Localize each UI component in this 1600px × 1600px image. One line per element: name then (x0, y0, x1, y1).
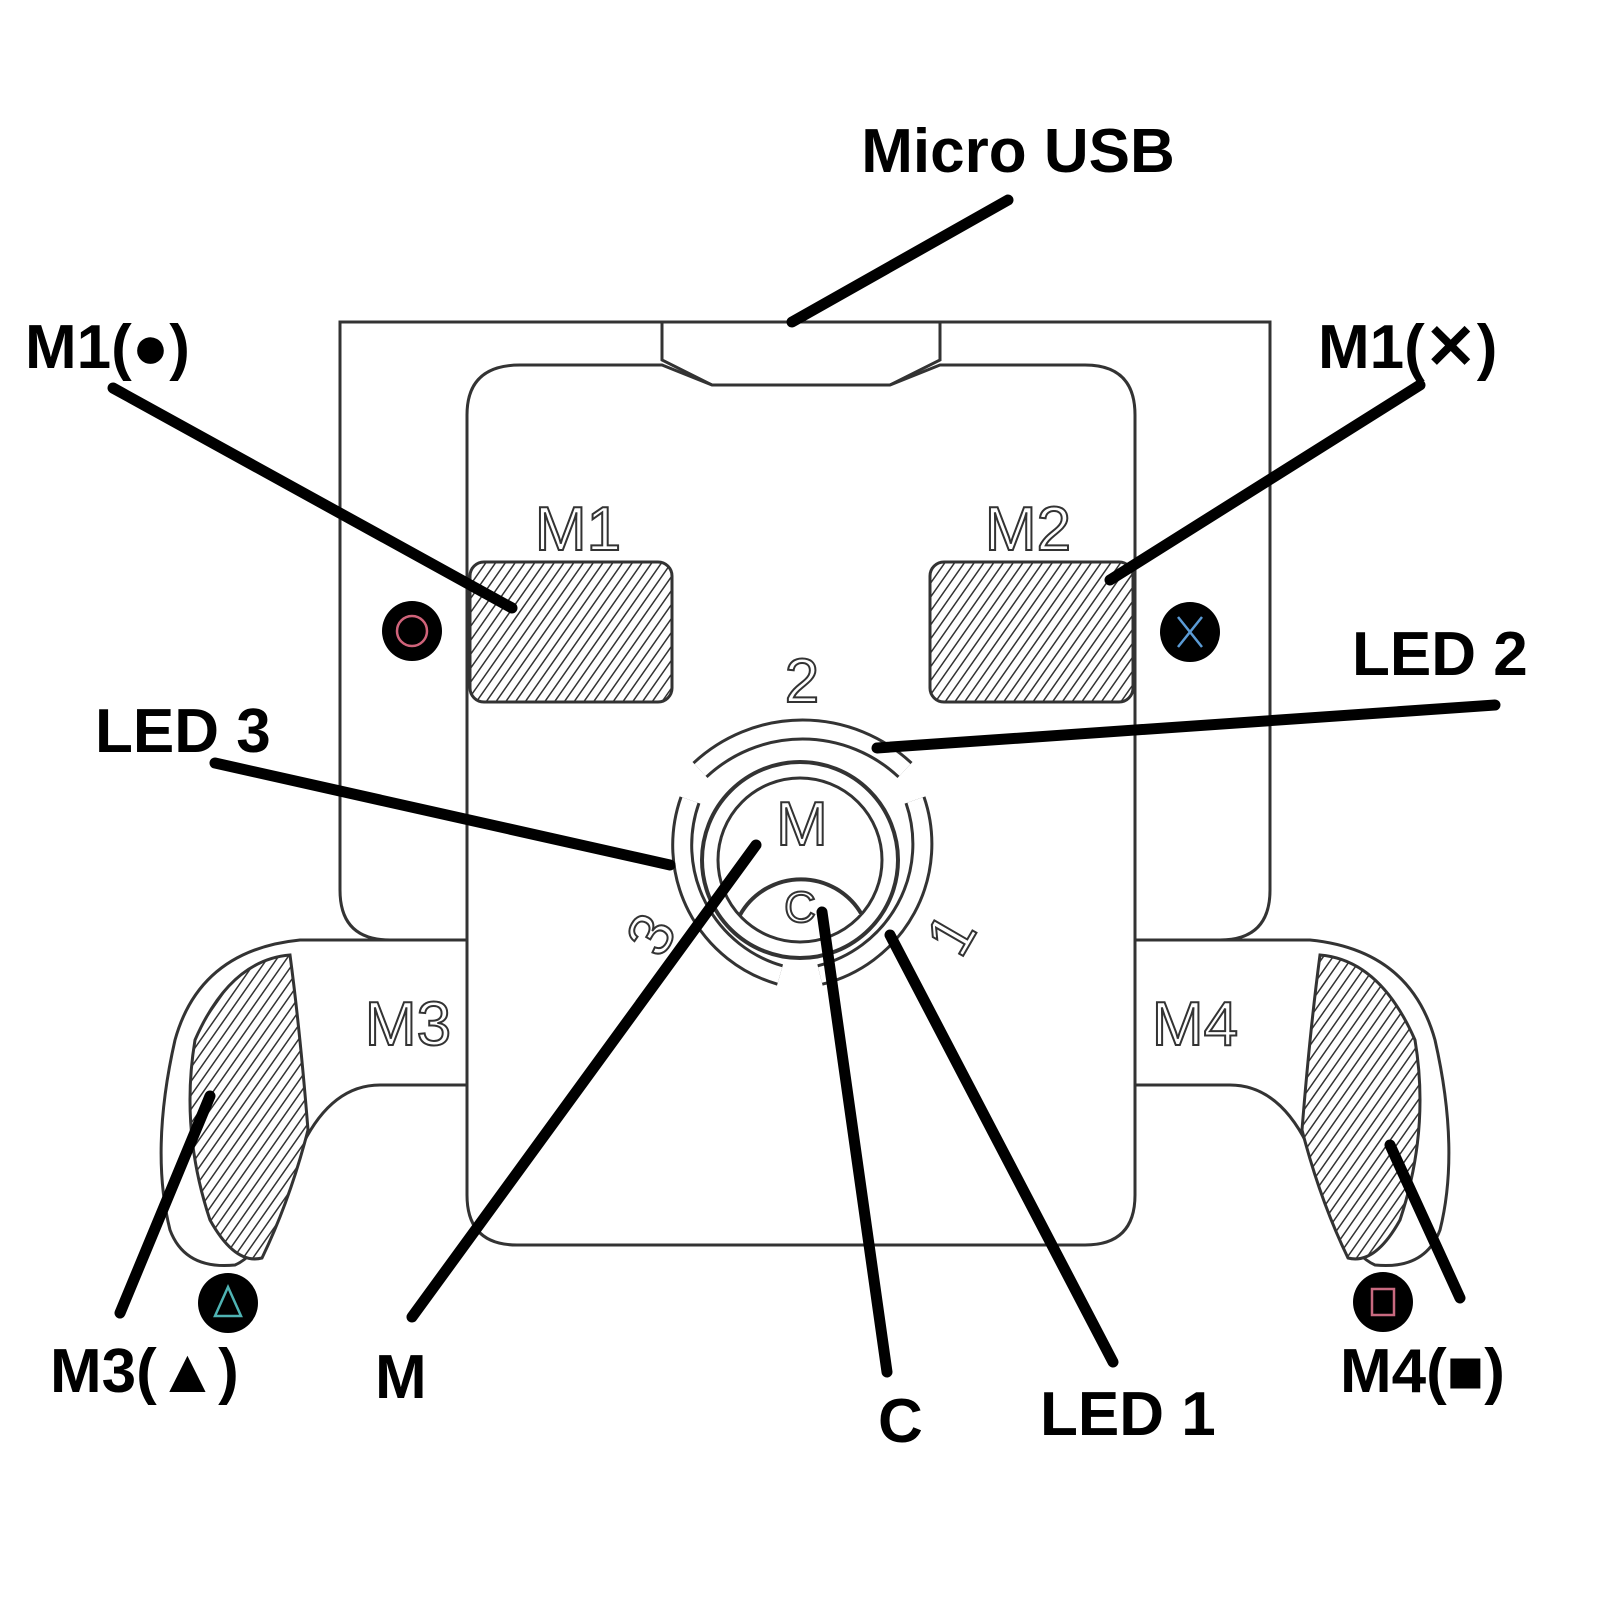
callout-m3-triangle: M3(▲) (50, 1337, 239, 1406)
circle-icon (382, 601, 442, 661)
callout-m: M (375, 1343, 427, 1412)
callout-led1: LED 1 (1040, 1380, 1216, 1449)
callout-m1-circle: M1(●) (25, 313, 190, 382)
m4-engraving: M4 (1152, 990, 1238, 1059)
callout-led3: LED 3 (95, 697, 271, 766)
left-grip-paddle-m3 (188, 953, 310, 1261)
m1-engraving: M1 (535, 495, 621, 564)
leader-lines (107, 194, 1501, 1378)
m2-engraving: M2 (985, 495, 1071, 564)
led2-number: 2 (785, 647, 819, 716)
m-button-label: M (776, 790, 828, 859)
callout-c: C (878, 1387, 923, 1456)
m3-engraving: M3 (365, 990, 451, 1059)
micro-usb-port (660, 320, 942, 387)
triangle-icon (198, 1273, 258, 1333)
c-button-label: C (784, 883, 816, 932)
square-icon (1353, 1272, 1413, 1332)
callout-m1-cross: M1(✕) (1318, 313, 1497, 382)
cross-icon (1160, 602, 1220, 662)
c-button[interactable] (738, 877, 864, 916)
callout-led2: LED 2 (1352, 620, 1528, 689)
right-grip-paddle-m4 (1300, 953, 1422, 1261)
callout-m4-square: M4(■) (1340, 1337, 1505, 1406)
m1-paddle[interactable] (468, 560, 674, 704)
callout-micro-usb: Micro USB (861, 117, 1174, 186)
m2-paddle[interactable] (928, 560, 1135, 704)
